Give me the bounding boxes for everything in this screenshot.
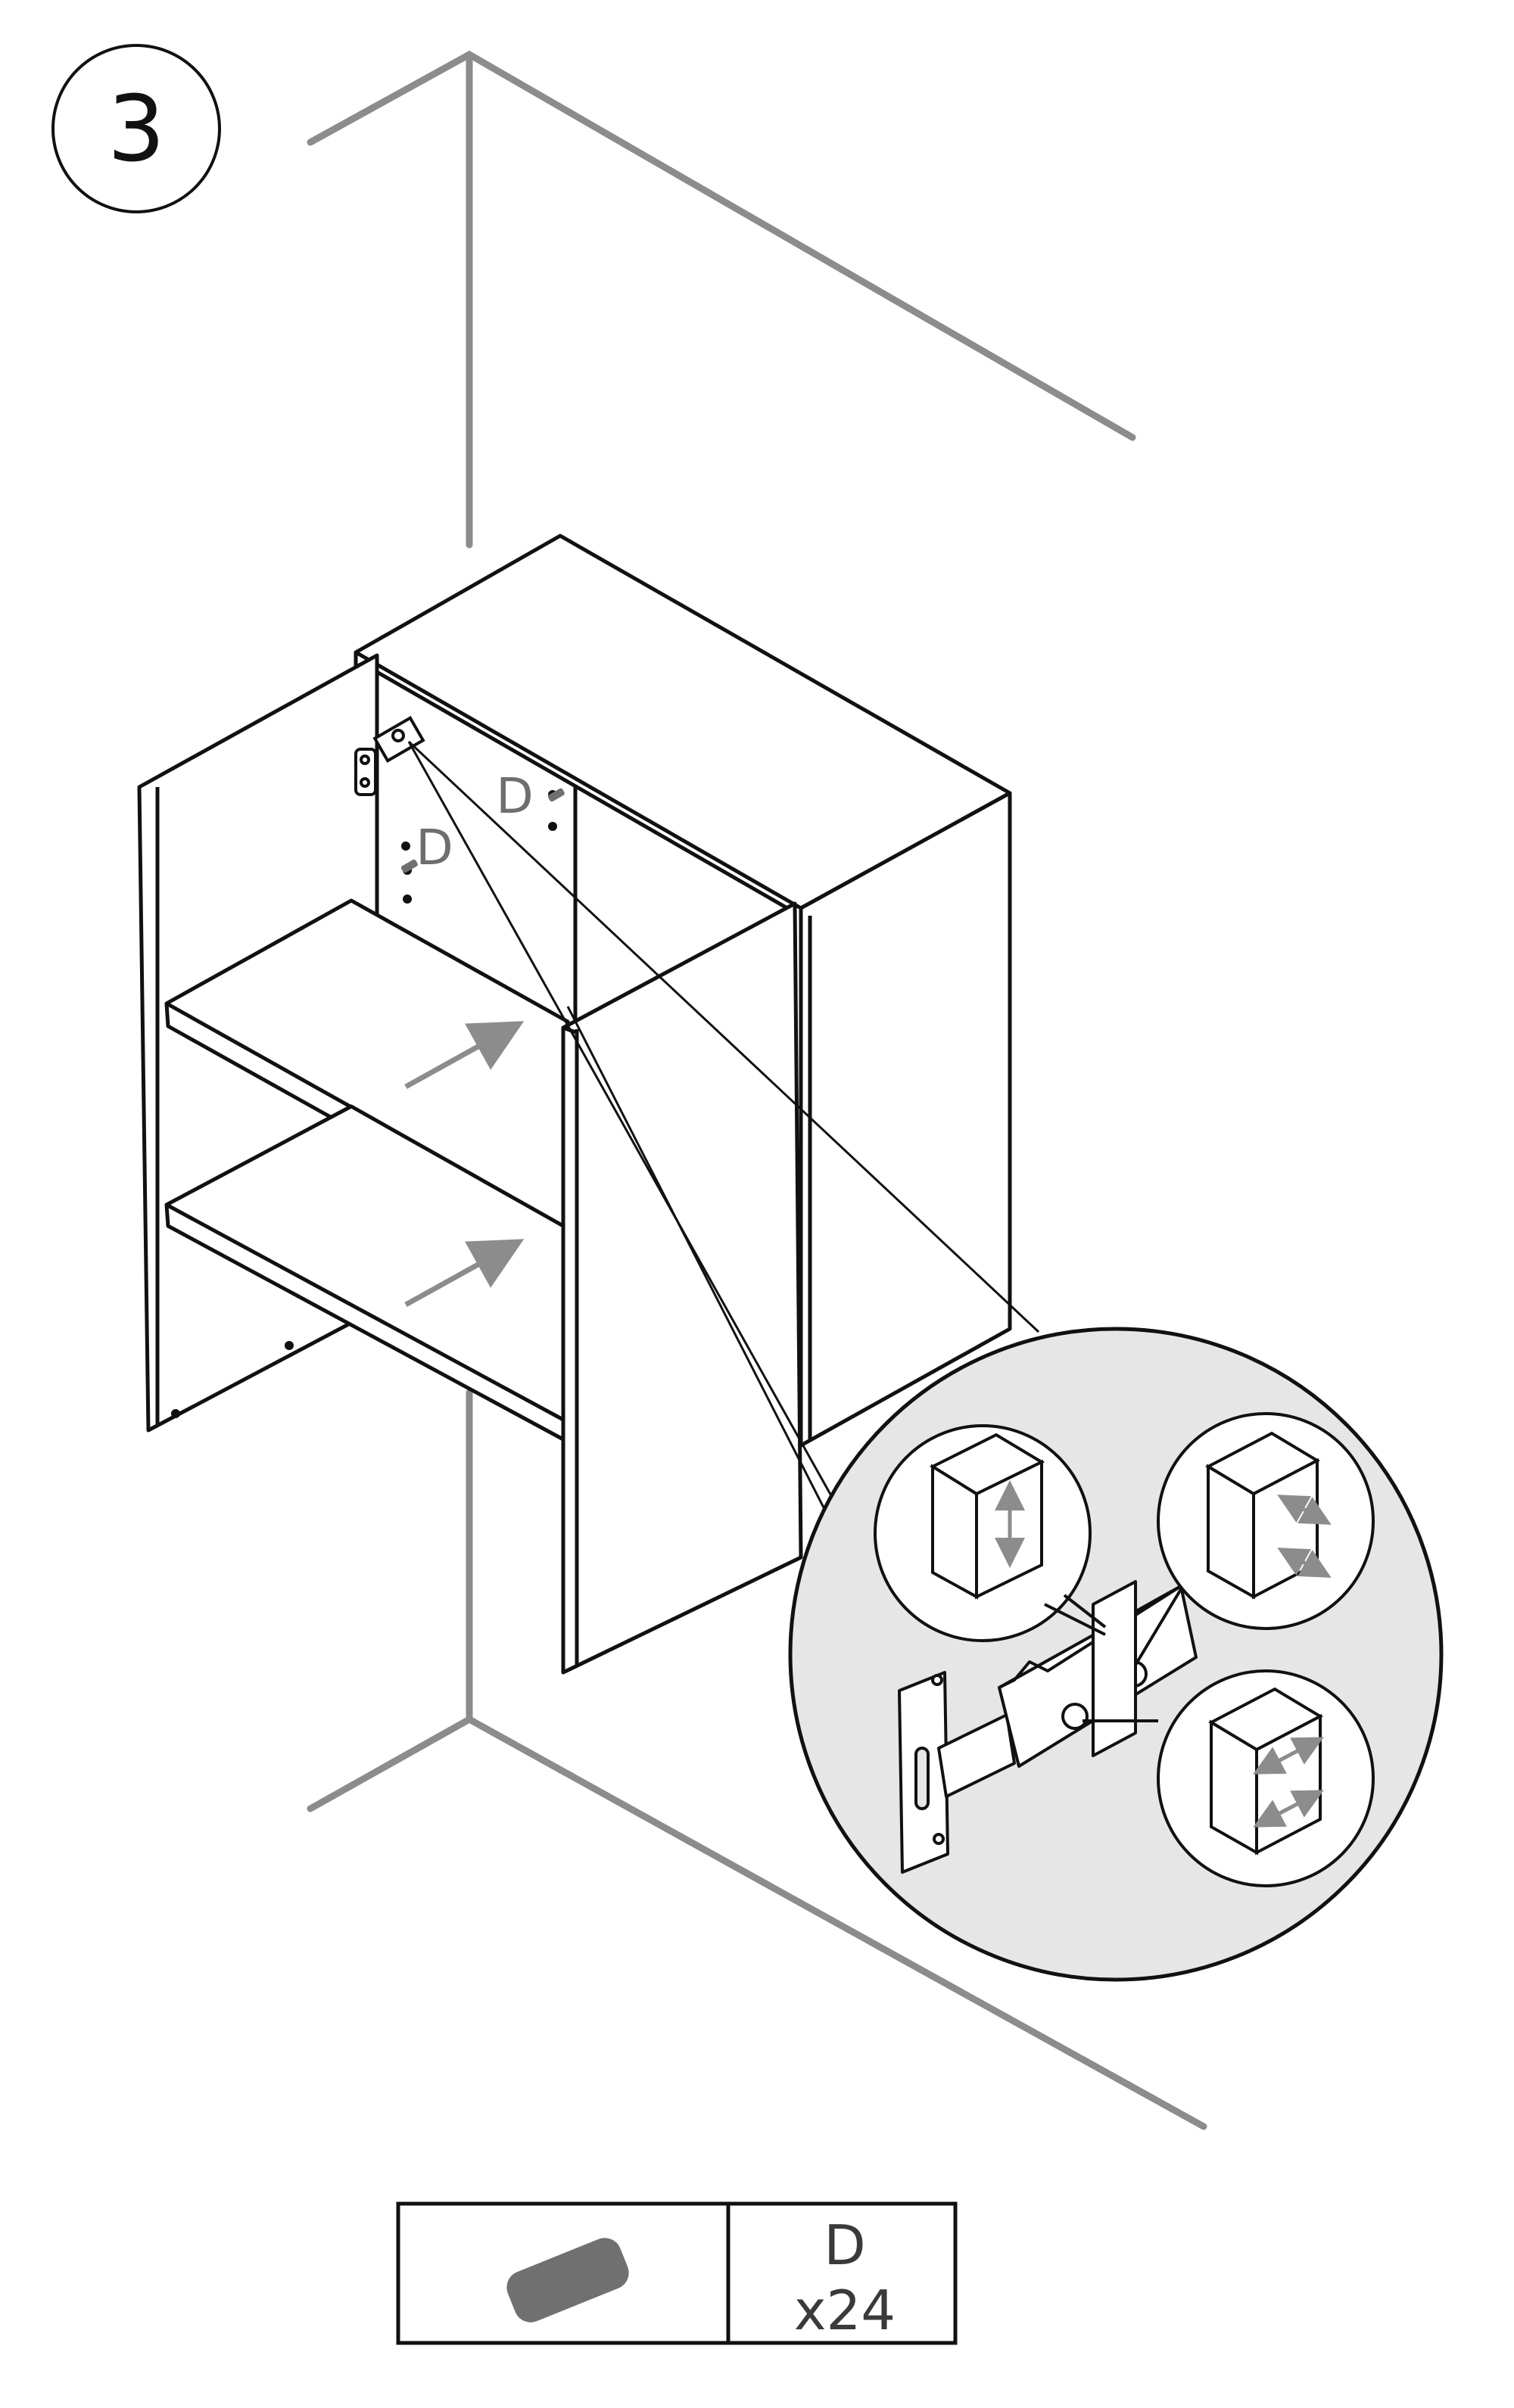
step-number: 3: [107, 77, 165, 182]
right-door: [561, 901, 803, 1675]
part-id: D: [824, 2214, 865, 2277]
shelf-pins: [171, 788, 565, 1418]
shelf-pin-label-back: D: [496, 769, 533, 825]
detail-leader-lines: [407, 740, 1040, 1582]
detail-hinge: [898, 1580, 1198, 1874]
room-walls: [307, 50, 1207, 2130]
adjustment-side: [1083, 1669, 1375, 1887]
shelf-pin-icon: [506, 2238, 629, 2322]
part-quantity: x24: [794, 2279, 896, 2342]
cabinet: [137, 534, 1012, 1675]
hinge: [354, 716, 425, 796]
parts-table: D x24: [396, 2201, 958, 2345]
step-number-badge: 3: [51, 44, 221, 213]
adjustment-depth: [1134, 1412, 1375, 1666]
cabinet-right-side: [799, 791, 1012, 1448]
adjustment-vertical: [874, 1424, 1107, 1642]
hinge-adjustment-detail: [788, 1327, 1444, 1982]
arrow-upper-shelf: [404, 1021, 525, 1090]
shelf-pin-label-side: D: [416, 820, 453, 876]
arrow-lower-shelf: [404, 1239, 525, 1308]
insertion-arrows: [404, 1021, 525, 1308]
